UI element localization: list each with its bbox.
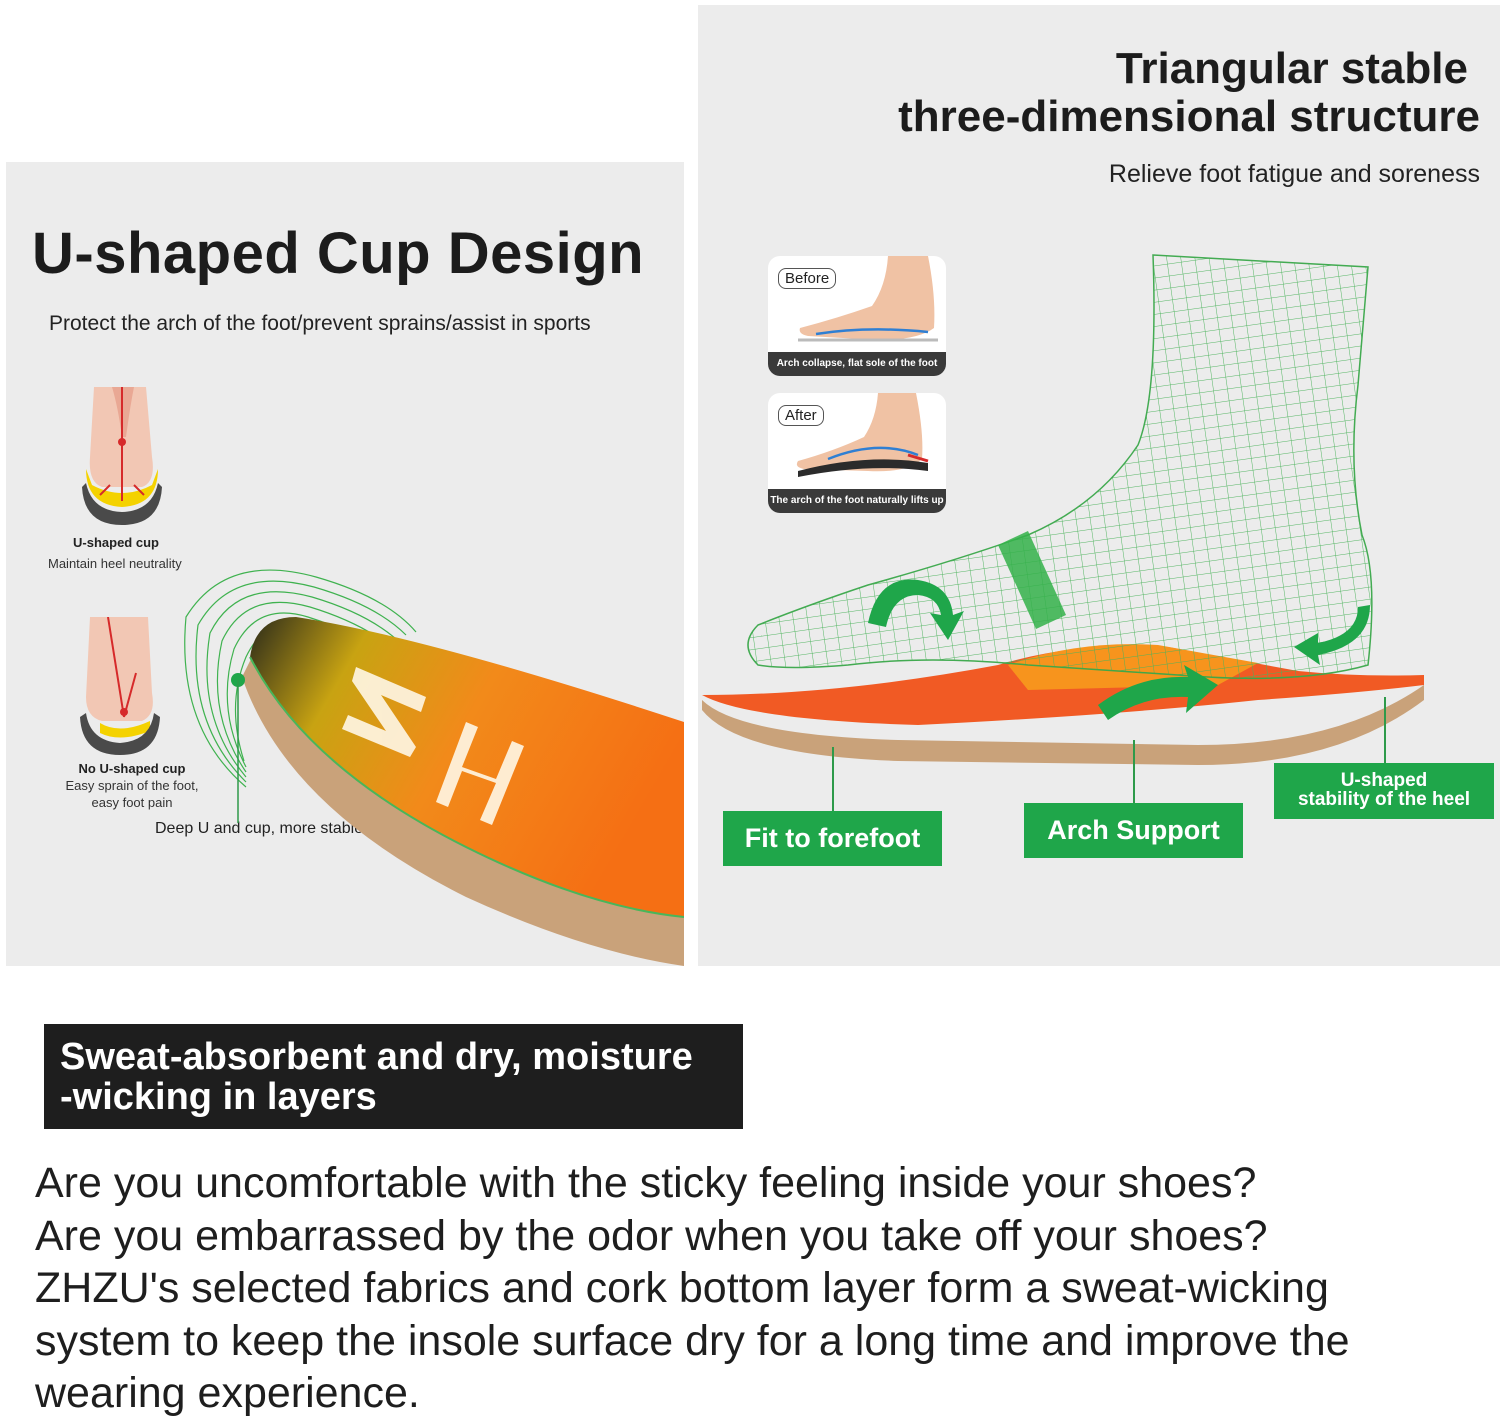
heel-stability-line-2: stability of the heel (1297, 789, 1471, 810)
description-line-5: wearing experience. (35, 1369, 420, 1417)
heel-no-cup-figure (80, 617, 160, 755)
description-line-4: system to keep the insole surface dry fo… (35, 1316, 1350, 1365)
structure-subtitle: Relieve foot fatigue and soreness (1108, 160, 1480, 188)
before-card: Before Arch collapse, flat sole of the f… (768, 256, 946, 376)
structure-title: Triangular stable three-dimensional stru… (898, 45, 1480, 141)
arch-connector (1133, 740, 1135, 803)
after-card: After The arch of the foot naturally lif… (768, 393, 946, 513)
description-line-2: Are you embarrassed by the odor when you… (35, 1211, 1268, 1260)
structure-title-line-2: three-dimensional structure (898, 92, 1480, 141)
heel-stability-line-1: U-shaped (1340, 770, 1428, 791)
no-u-cup-caption-line-1: Easy sprain of the foot, (65, 778, 199, 793)
no-u-cup-caption-line-2: easy foot pain (91, 795, 173, 810)
fit-to-forefoot-label: Fit to forefoot (723, 811, 942, 866)
u-cup-caption-text: Maintain heel neutrality (48, 556, 182, 571)
no-u-cup-caption-title: No U-shaped cup (78, 761, 186, 776)
description-line-3: ZHZU's selected fabrics and cork bottom … (35, 1264, 1329, 1312)
u-cup-caption-title: U-shaped cup (73, 535, 159, 550)
banner-line-2: -wicking in layers (60, 1076, 377, 1118)
triangular-structure-panel: Triangular stable three-dimensional stru… (698, 5, 1500, 966)
u-cup-title: U-shaped Cup Design (32, 221, 645, 286)
u-cup-panel: U-shaped Cup Design Protect the arch of … (6, 162, 684, 966)
moisture-wicking-banner: Sweat-absorbent and dry, moisture -wicki… (44, 1024, 743, 1129)
after-badge: After (778, 405, 824, 426)
heel-u-cup-figure (82, 387, 162, 525)
banner-line-1: Sweat-absorbent and dry, moisture (60, 1036, 693, 1078)
structure-title-line-1: Triangular stable (1115, 44, 1468, 93)
after-caption: The arch of the foot naturally lifts up (768, 489, 946, 513)
deep-u-caption: Deep U and cup, more stable. (155, 820, 368, 837)
lifted-arch-foot-icon (796, 393, 929, 477)
before-badge: Before (778, 268, 837, 289)
u-cup-subtitle: Protect the arch of the foot/prevent spr… (49, 312, 591, 335)
arch-support-label: Arch Support (1024, 803, 1243, 858)
wireframe-foot-image (702, 254, 1424, 765)
curved-arrow-icon (868, 579, 1370, 720)
heel-stability-label: U-shaped stability of the heel (1274, 763, 1494, 819)
flat-foot-icon (798, 256, 938, 342)
heel-connector (1384, 697, 1386, 763)
description-line-1: Are you uncomfortable with the sticky fe… (35, 1159, 1257, 1207)
before-caption: Arch collapse, flat sole of the foot (768, 352, 946, 376)
forefoot-connector (832, 747, 834, 811)
description-text: Are you uncomfortable with the sticky fe… (35, 1157, 1485, 1420)
insole-image (184, 569, 684, 966)
